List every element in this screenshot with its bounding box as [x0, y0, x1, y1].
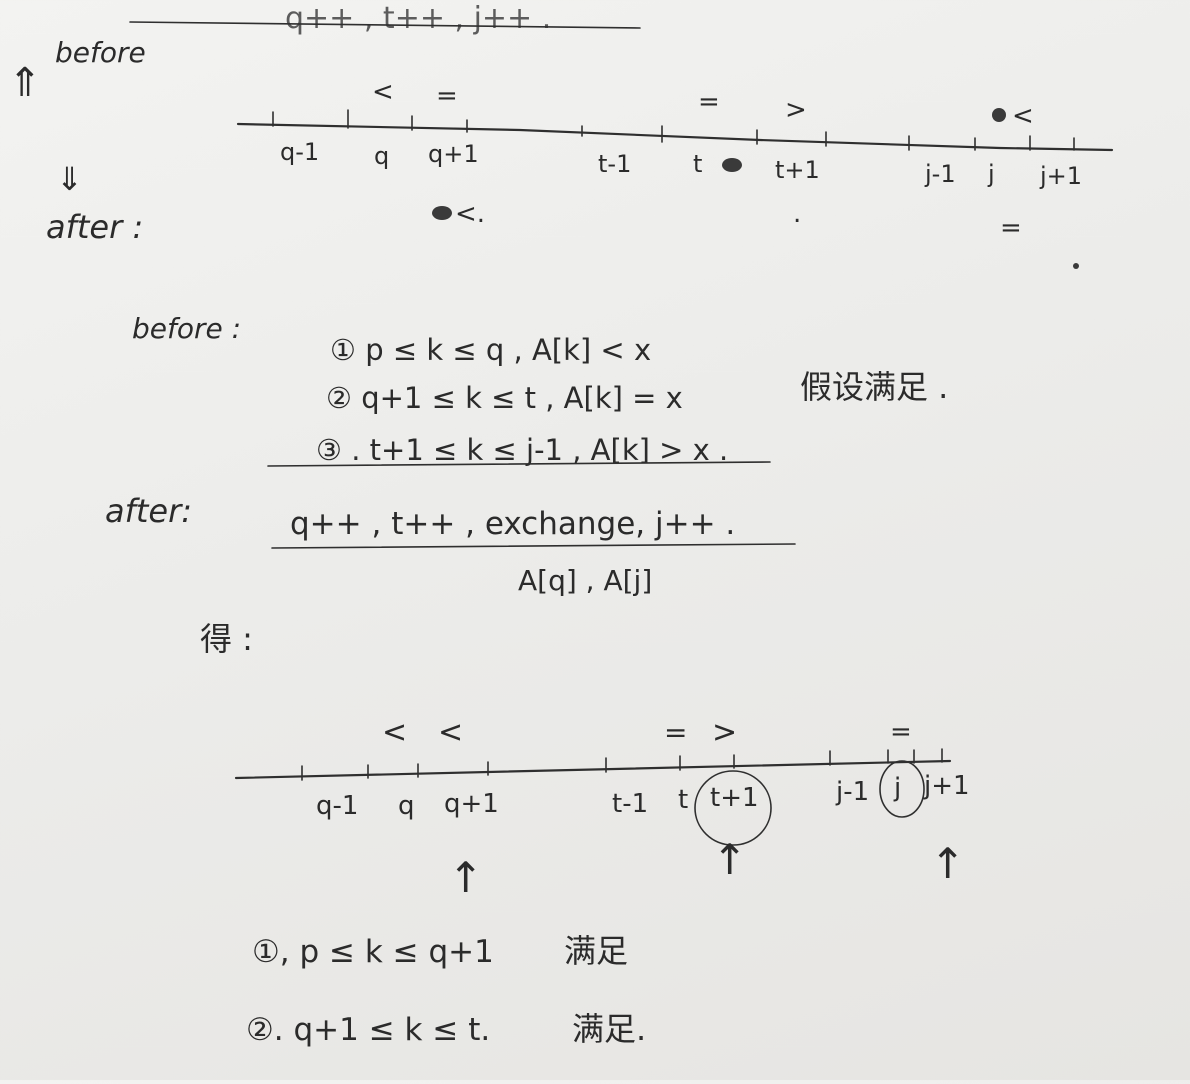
- result-label-q: q: [398, 791, 415, 821]
- pointer-arrow-q-plus-1-icon: ↑: [448, 853, 483, 902]
- pointer-arrow-j-plus-1-icon: ↑: [930, 839, 965, 888]
- double-up-arrow-icon: ⇑: [8, 60, 42, 106]
- label-q: q: [374, 142, 389, 170]
- section-2-conditions: before : ① p ≤ k ≤ q , A[k] < x ② q+1 ≤ …: [105, 312, 948, 597]
- conclusion-1-text: ①, p ≤ k ≤ q+1: [252, 934, 494, 970]
- condition-3: ③ . t+1 ≤ k ≤ j-1 , A[k] > x .: [316, 433, 728, 467]
- after-symbol-eq: =: [1000, 213, 1022, 243]
- result-label-t-minus-1: t-1: [612, 789, 648, 819]
- label-q-plus-1: q+1: [428, 140, 479, 168]
- result-symbol-gt: >: [712, 715, 737, 750]
- after-symbol-lt: <.: [455, 199, 485, 229]
- before-label-2: before :: [132, 312, 241, 345]
- result-symbol-lt: <: [382, 715, 407, 750]
- result-symbol-eq-2: =: [890, 717, 912, 747]
- result-label-j-plus-1: j+1: [923, 771, 970, 801]
- pointer-arrow-t-plus-1-icon: ↑: [712, 835, 747, 884]
- number-line-ticks-1: [272, 109, 1075, 151]
- label-j: j: [987, 160, 995, 188]
- conclusions: ①, p ≤ k ≤ q+1 满足 ②. q+1 ≤ k ≤ t. 满足.: [246, 932, 646, 1048]
- before-symbol-eq: =: [436, 81, 458, 111]
- assume-note: 假设满足 .: [800, 368, 948, 406]
- before-symbol-lt-2: <: [1012, 101, 1034, 131]
- result-label-q-minus-1: q-1: [316, 791, 358, 821]
- top-strike-text: q++ , t++ , j++ .: [285, 1, 551, 36]
- conclusion-1-status: 满足: [564, 932, 628, 970]
- double-down-arrow-icon: ⇓: [56, 160, 83, 198]
- after-symbol-dot: .: [793, 199, 801, 229]
- result-symbol-lt-2: <: [438, 715, 463, 750]
- result-label: 得 :: [200, 620, 253, 658]
- number-line-ticks-2: [301, 748, 943, 781]
- before-symbol-eq-2: =: [698, 87, 720, 117]
- result-label-j-minus-1: j-1: [835, 777, 869, 807]
- result-symbol-eq: =: [664, 716, 687, 749]
- label-q-minus-1: q-1: [280, 138, 319, 166]
- result-label-t-plus-1: t+1: [710, 783, 759, 813]
- after-operations: q++ , t++ , exchange, j++ .: [290, 506, 735, 542]
- after-label-1: after :: [46, 208, 143, 246]
- top-strike-group: q++ , t++ , j++ .: [129, 1, 641, 36]
- exchange-detail: A[q] , A[j]: [518, 564, 652, 597]
- result-label-t: t: [678, 785, 688, 815]
- section-1-diagram: ⇑ before < = = > < q-1 q q+1 t-1 t: [8, 36, 1114, 269]
- before-symbol-gt: >: [785, 95, 807, 125]
- label-t-minus-1: t-1: [598, 150, 631, 178]
- label-j-minus-1: j-1: [924, 160, 956, 188]
- result-label-j: j: [893, 773, 901, 803]
- before-label-1: before: [55, 36, 146, 69]
- label-j-plus-1: j+1: [1039, 162, 1082, 190]
- before-symbol-lt: <: [372, 77, 394, 107]
- result-label-q-plus-1: q+1: [444, 789, 499, 819]
- section-3-diagram: 得 : < < = > = q-1 q q+1 t-1 t t+1 j-1 j: [200, 620, 970, 902]
- after-label-2: after:: [105, 492, 192, 530]
- label-t: t: [693, 150, 702, 178]
- condition-1: ① p ≤ k ≤ q , A[k] < x: [330, 333, 651, 367]
- conclusion-2-text: ②. q+1 ≤ k ≤ t.: [246, 1012, 490, 1048]
- condition-2: ② q+1 ≤ k ≤ t , A[k] = x: [326, 381, 683, 415]
- conclusion-2-status: 满足.: [572, 1010, 646, 1048]
- label-t-plus-1: t+1: [775, 156, 820, 184]
